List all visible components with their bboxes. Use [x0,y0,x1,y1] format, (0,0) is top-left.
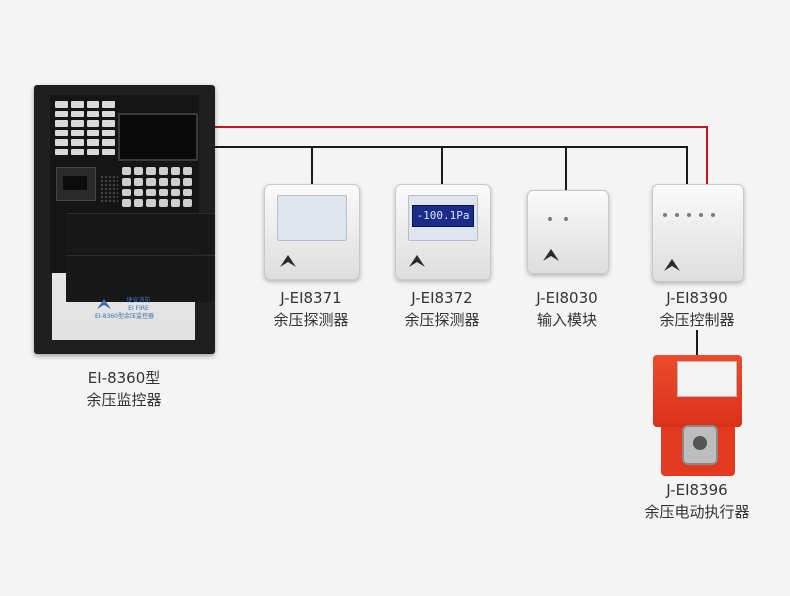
device-label-j-ei8371: J-EI8371 余压探测器 [251,287,371,331]
device-model: J-EI8390 [637,287,757,309]
device-label-j-ei8030: J-EI8030 输入模块 [507,287,627,331]
device-j-ei8030 [527,190,609,274]
brand-name: 捷安消防 [34,297,215,305]
controller-label: EI-8360型 余压监控器 [44,367,204,411]
device-model: J-EI8030 [507,287,627,309]
device-name: 余压探测器 [382,309,502,331]
brand-logo-icon [279,253,297,269]
device-window [277,195,347,241]
device-name: 输入模块 [507,309,627,331]
indicator-key-grid [55,101,115,155]
device-name: 余压探测器 [251,309,371,331]
printer [56,167,96,201]
actuator-nameplate [677,361,737,397]
brand-en: EI FIRE [34,305,215,313]
controller-screen [118,113,198,161]
device-model: J-EI8372 [382,287,502,309]
cabinet-panel [66,213,215,254]
bus-line [215,147,687,184]
device-j-ei8390 [652,184,744,282]
cabinet-brand: 捷安消防 EI FIRE EI-8360型余压监控器 [34,297,215,321]
controller-name: 余压监控器 [44,389,204,411]
status-leds [659,213,719,220]
device-name: 余压控制器 [637,309,757,331]
controller-model: EI-8360型 [44,367,204,389]
device-label-j-ei8390: J-EI8390 余压控制器 [637,287,757,331]
power-line [215,127,707,184]
actuator-shaft-clamp [682,425,718,465]
brand-logo-icon [542,247,560,263]
device-j-ei8396 [653,355,742,476]
device-model: J-EI8371 [251,287,371,309]
device-j-ei8372: -100.1Pa [395,184,491,280]
keypad [122,167,192,207]
brand-model: EI-8360型余压监控器 [34,313,215,321]
brand-logo-icon [408,253,426,269]
cabinet-front-panel [50,95,199,273]
device-model: J-EI8396 [627,479,767,501]
device-label-j-ei8396: J-EI8396 余压电动执行器 [627,479,767,523]
device-j-ei8371 [264,184,360,280]
device-label-j-ei8372: J-EI8372 余压探测器 [382,287,502,331]
brand-logo-icon [663,257,681,273]
speaker-grille [100,175,118,203]
device-name: 余压电动执行器 [627,501,767,523]
cabinet-panel [66,255,215,302]
lcd-display: -100.1Pa [412,205,474,227]
status-leds [542,217,574,224]
controller-cabinet: 捷安消防 EI FIRE EI-8360型余压监控器 [34,85,215,354]
